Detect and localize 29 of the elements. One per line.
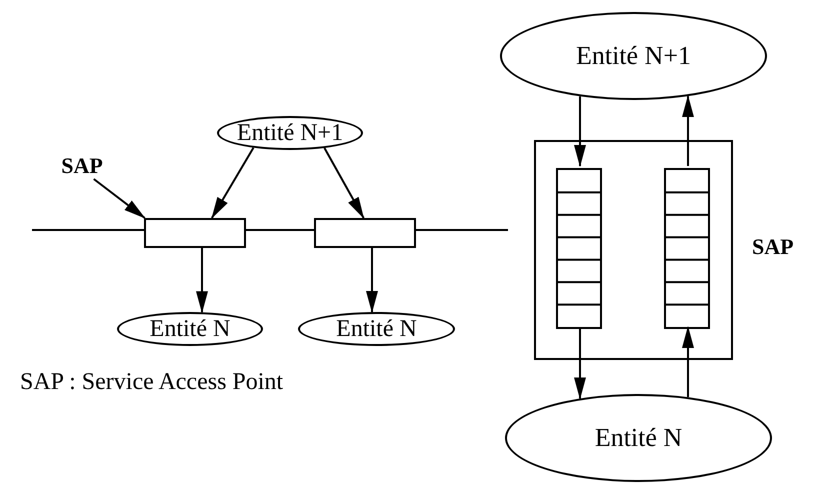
- entity-label: Entité N: [336, 317, 417, 341]
- arrow: [196, 248, 208, 314]
- entity-ellipse: [217, 116, 363, 150]
- entity-ellipse: [505, 394, 772, 482]
- queue-box: [664, 168, 710, 329]
- entity-label: Entité N+1: [576, 43, 692, 69]
- entity-label: Entité N: [150, 317, 230, 341]
- entity-label: Entité N+1: [236, 121, 344, 145]
- arrow: [93, 178, 146, 219]
- arrow: [324, 148, 364, 219]
- arrow: [366, 248, 378, 314]
- sap-label: SAP: [752, 236, 794, 258]
- connector-line: [416, 229, 508, 231]
- sap-label: SAP: [61, 154, 103, 176]
- connector-line: [32, 229, 144, 231]
- arrow: [682, 326, 694, 398]
- queue-box: [556, 168, 602, 329]
- arrow: [574, 327, 586, 400]
- note-text: SAP : Service Access Point: [20, 370, 284, 394]
- arrow: [211, 147, 254, 219]
- arrow: [574, 96, 586, 167]
- service-box: [314, 218, 416, 248]
- entity-label: Entité N: [594, 425, 682, 451]
- entity-ellipse: [298, 312, 455, 346]
- service-box: [144, 218, 246, 248]
- entity-ellipse: [500, 12, 767, 100]
- arrow: [682, 95, 694, 166]
- entity-ellipse: [117, 312, 263, 346]
- connector-line: [246, 229, 314, 231]
